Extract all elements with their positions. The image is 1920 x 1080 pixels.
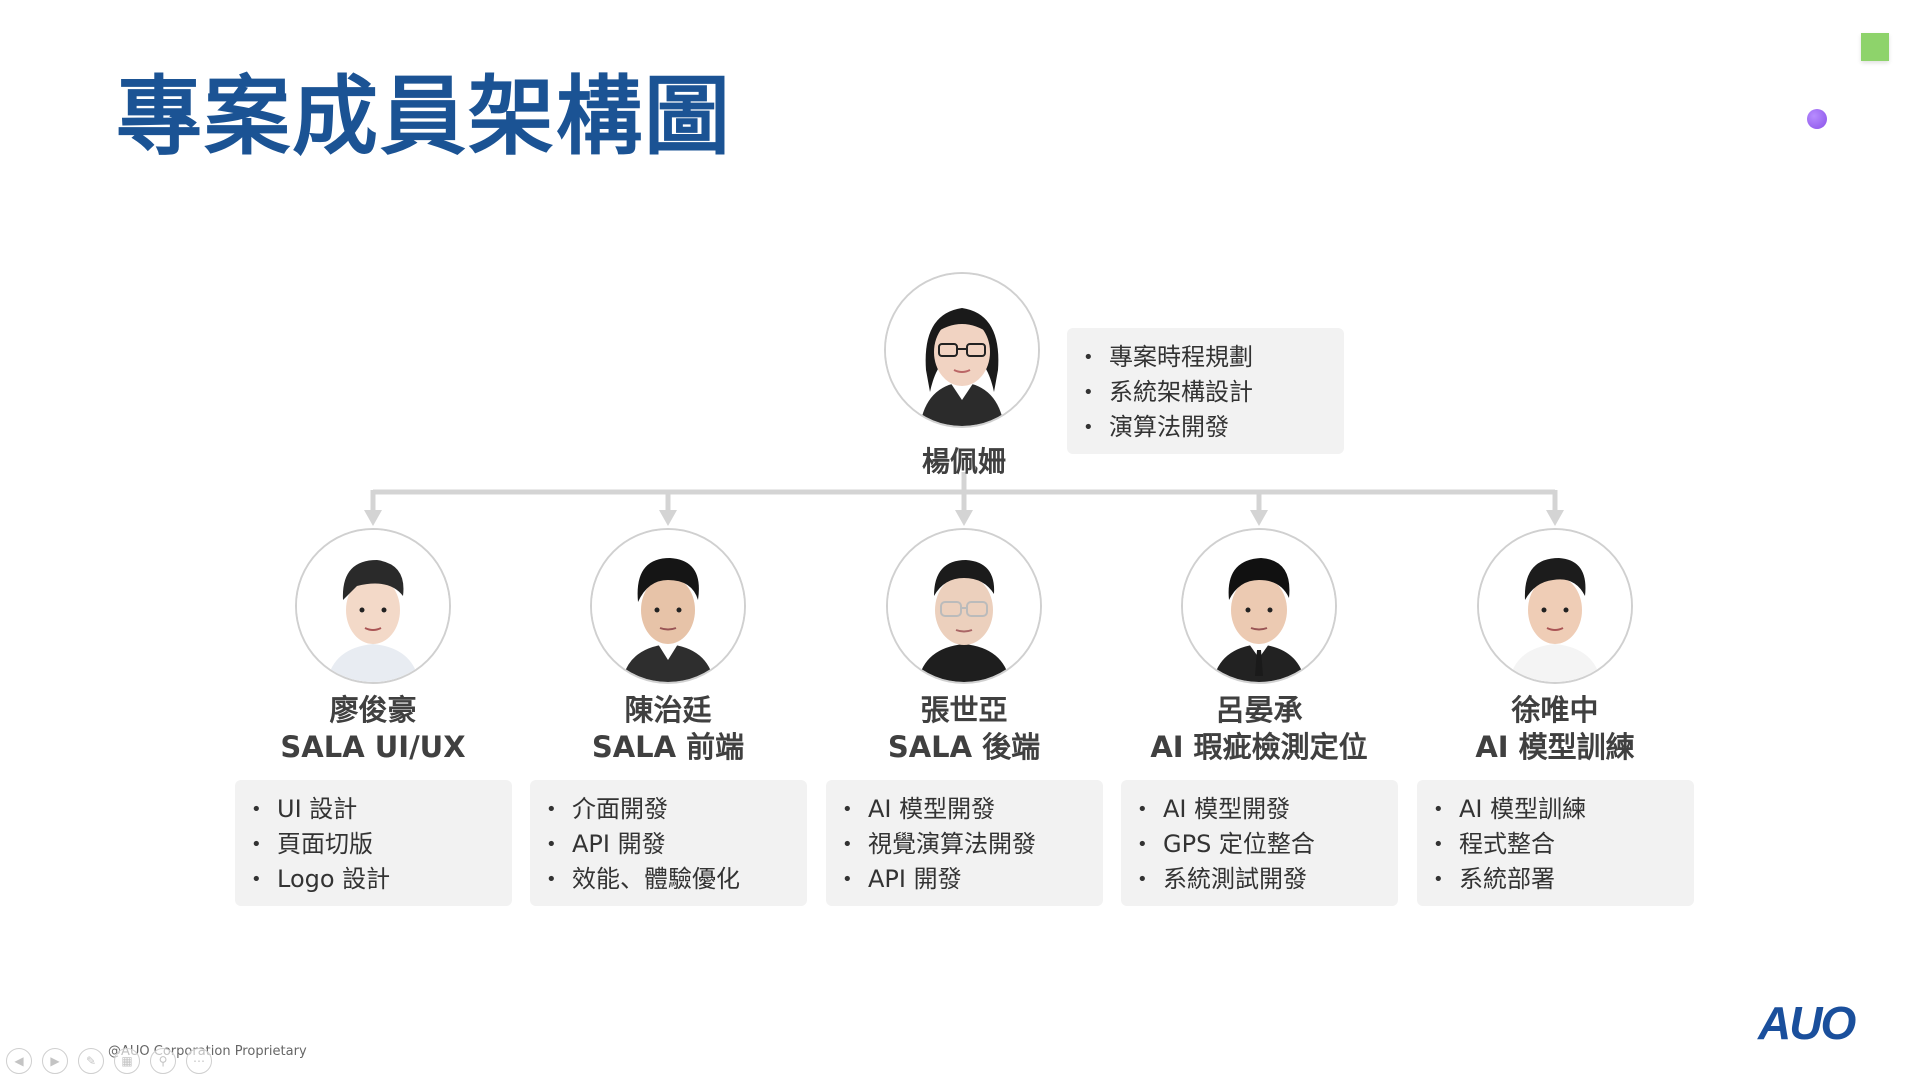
- member-task-box-5: AI 模型訓練 程式整合 系統部署: [1417, 780, 1694, 906]
- task-item: 程式整合: [1417, 827, 1694, 862]
- previous-icon[interactable]: ◀: [6, 1048, 32, 1074]
- task-item: 系統架構設計: [1067, 375, 1344, 410]
- task-item: Logo 設計: [235, 862, 512, 897]
- member-avatar-4: [1181, 528, 1337, 684]
- member-avatar-2: [590, 528, 746, 684]
- member-task-box-2: 介面開發 API 開發 效能、體驗優化: [530, 780, 807, 906]
- task-item: GPS 定位整合: [1121, 827, 1398, 862]
- slideshow-controls: ◀ ▶ ✎ ▦ ⚲ ⋯: [6, 1048, 212, 1074]
- task-item: 演算法開發: [1067, 410, 1344, 445]
- member-role-text: SALA UI/UX: [280, 730, 466, 764]
- purple-dot-decoration: [1807, 109, 1827, 129]
- corner-swoosh-decoration: [1400, 0, 1920, 460]
- task-item: AI 模型開發: [826, 792, 1103, 827]
- member-name-4: 呂晏承 AI 瑕疵檢測定位: [1114, 692, 1404, 766]
- member-task-box-3: AI 模型開發 視覺演算法開發 API 開發: [826, 780, 1103, 906]
- task-item: API 開發: [530, 827, 807, 862]
- member-avatar-1: [295, 528, 451, 684]
- task-item: AI 模型開發: [1121, 792, 1398, 827]
- slide-title: 專案成員架構圖: [116, 67, 732, 167]
- leader-task-box: 專案時程規劃 系統架構設計 演算法開發: [1067, 328, 1344, 454]
- task-item: 系統部署: [1417, 862, 1694, 897]
- member-role-text: SALA 前端: [591, 730, 745, 764]
- member-avatar-3: [886, 528, 1042, 684]
- zoom-icon[interactable]: ⚲: [150, 1048, 176, 1074]
- leader-name: 楊佩姍: [921, 445, 1006, 478]
- task-item: 效能、體驗優化: [530, 862, 807, 897]
- pen-icon[interactable]: ✎: [78, 1048, 104, 1074]
- more-icon[interactable]: ⋯: [186, 1048, 212, 1074]
- member-role-text: AI 瑕疵檢測定位: [1150, 730, 1368, 764]
- member-name-1: 廖俊豪 SALA UI/UX: [228, 692, 518, 766]
- green-square-decoration: [1861, 33, 1889, 61]
- member-task-box-4: AI 模型開發 GPS 定位整合 系統測試開發: [1121, 780, 1398, 906]
- task-item: 頁面切版: [235, 827, 512, 862]
- member-name-text: 廖俊豪: [329, 693, 417, 727]
- member-name-3: 張世亞 SALA 後端: [819, 692, 1109, 766]
- task-item: UI 設計: [235, 792, 512, 827]
- task-item: 視覺演算法開發: [826, 827, 1103, 862]
- task-item: API 開發: [826, 862, 1103, 897]
- member-avatar-5: [1477, 528, 1633, 684]
- task-item: 專案時程規劃: [1067, 340, 1344, 375]
- leader-avatar: [884, 272, 1040, 428]
- task-item: AI 模型訓練: [1417, 792, 1694, 827]
- auo-logo: AUO: [1758, 997, 1856, 1049]
- member-name-5: 徐唯中 AI 模型訓練: [1410, 692, 1700, 766]
- member-name-text: 呂晏承: [1215, 693, 1303, 727]
- member-role-text: AI 模型訓練: [1475, 730, 1635, 764]
- task-item: 系統測試開發: [1121, 862, 1398, 897]
- member-role-text: SALA 後端: [887, 730, 1041, 764]
- slides-icon[interactable]: ▦: [114, 1048, 140, 1074]
- member-task-box-1: UI 設計 頁面切版 Logo 設計: [235, 780, 512, 906]
- member-name-2: 陳治廷 SALA 前端: [523, 692, 813, 766]
- next-icon[interactable]: ▶: [42, 1048, 68, 1074]
- member-name-text: 徐唯中: [1511, 693, 1599, 727]
- task-item: 介面開發: [530, 792, 807, 827]
- member-name-text: 張世亞: [920, 693, 1008, 727]
- member-name-text: 陳治廷: [624, 693, 712, 727]
